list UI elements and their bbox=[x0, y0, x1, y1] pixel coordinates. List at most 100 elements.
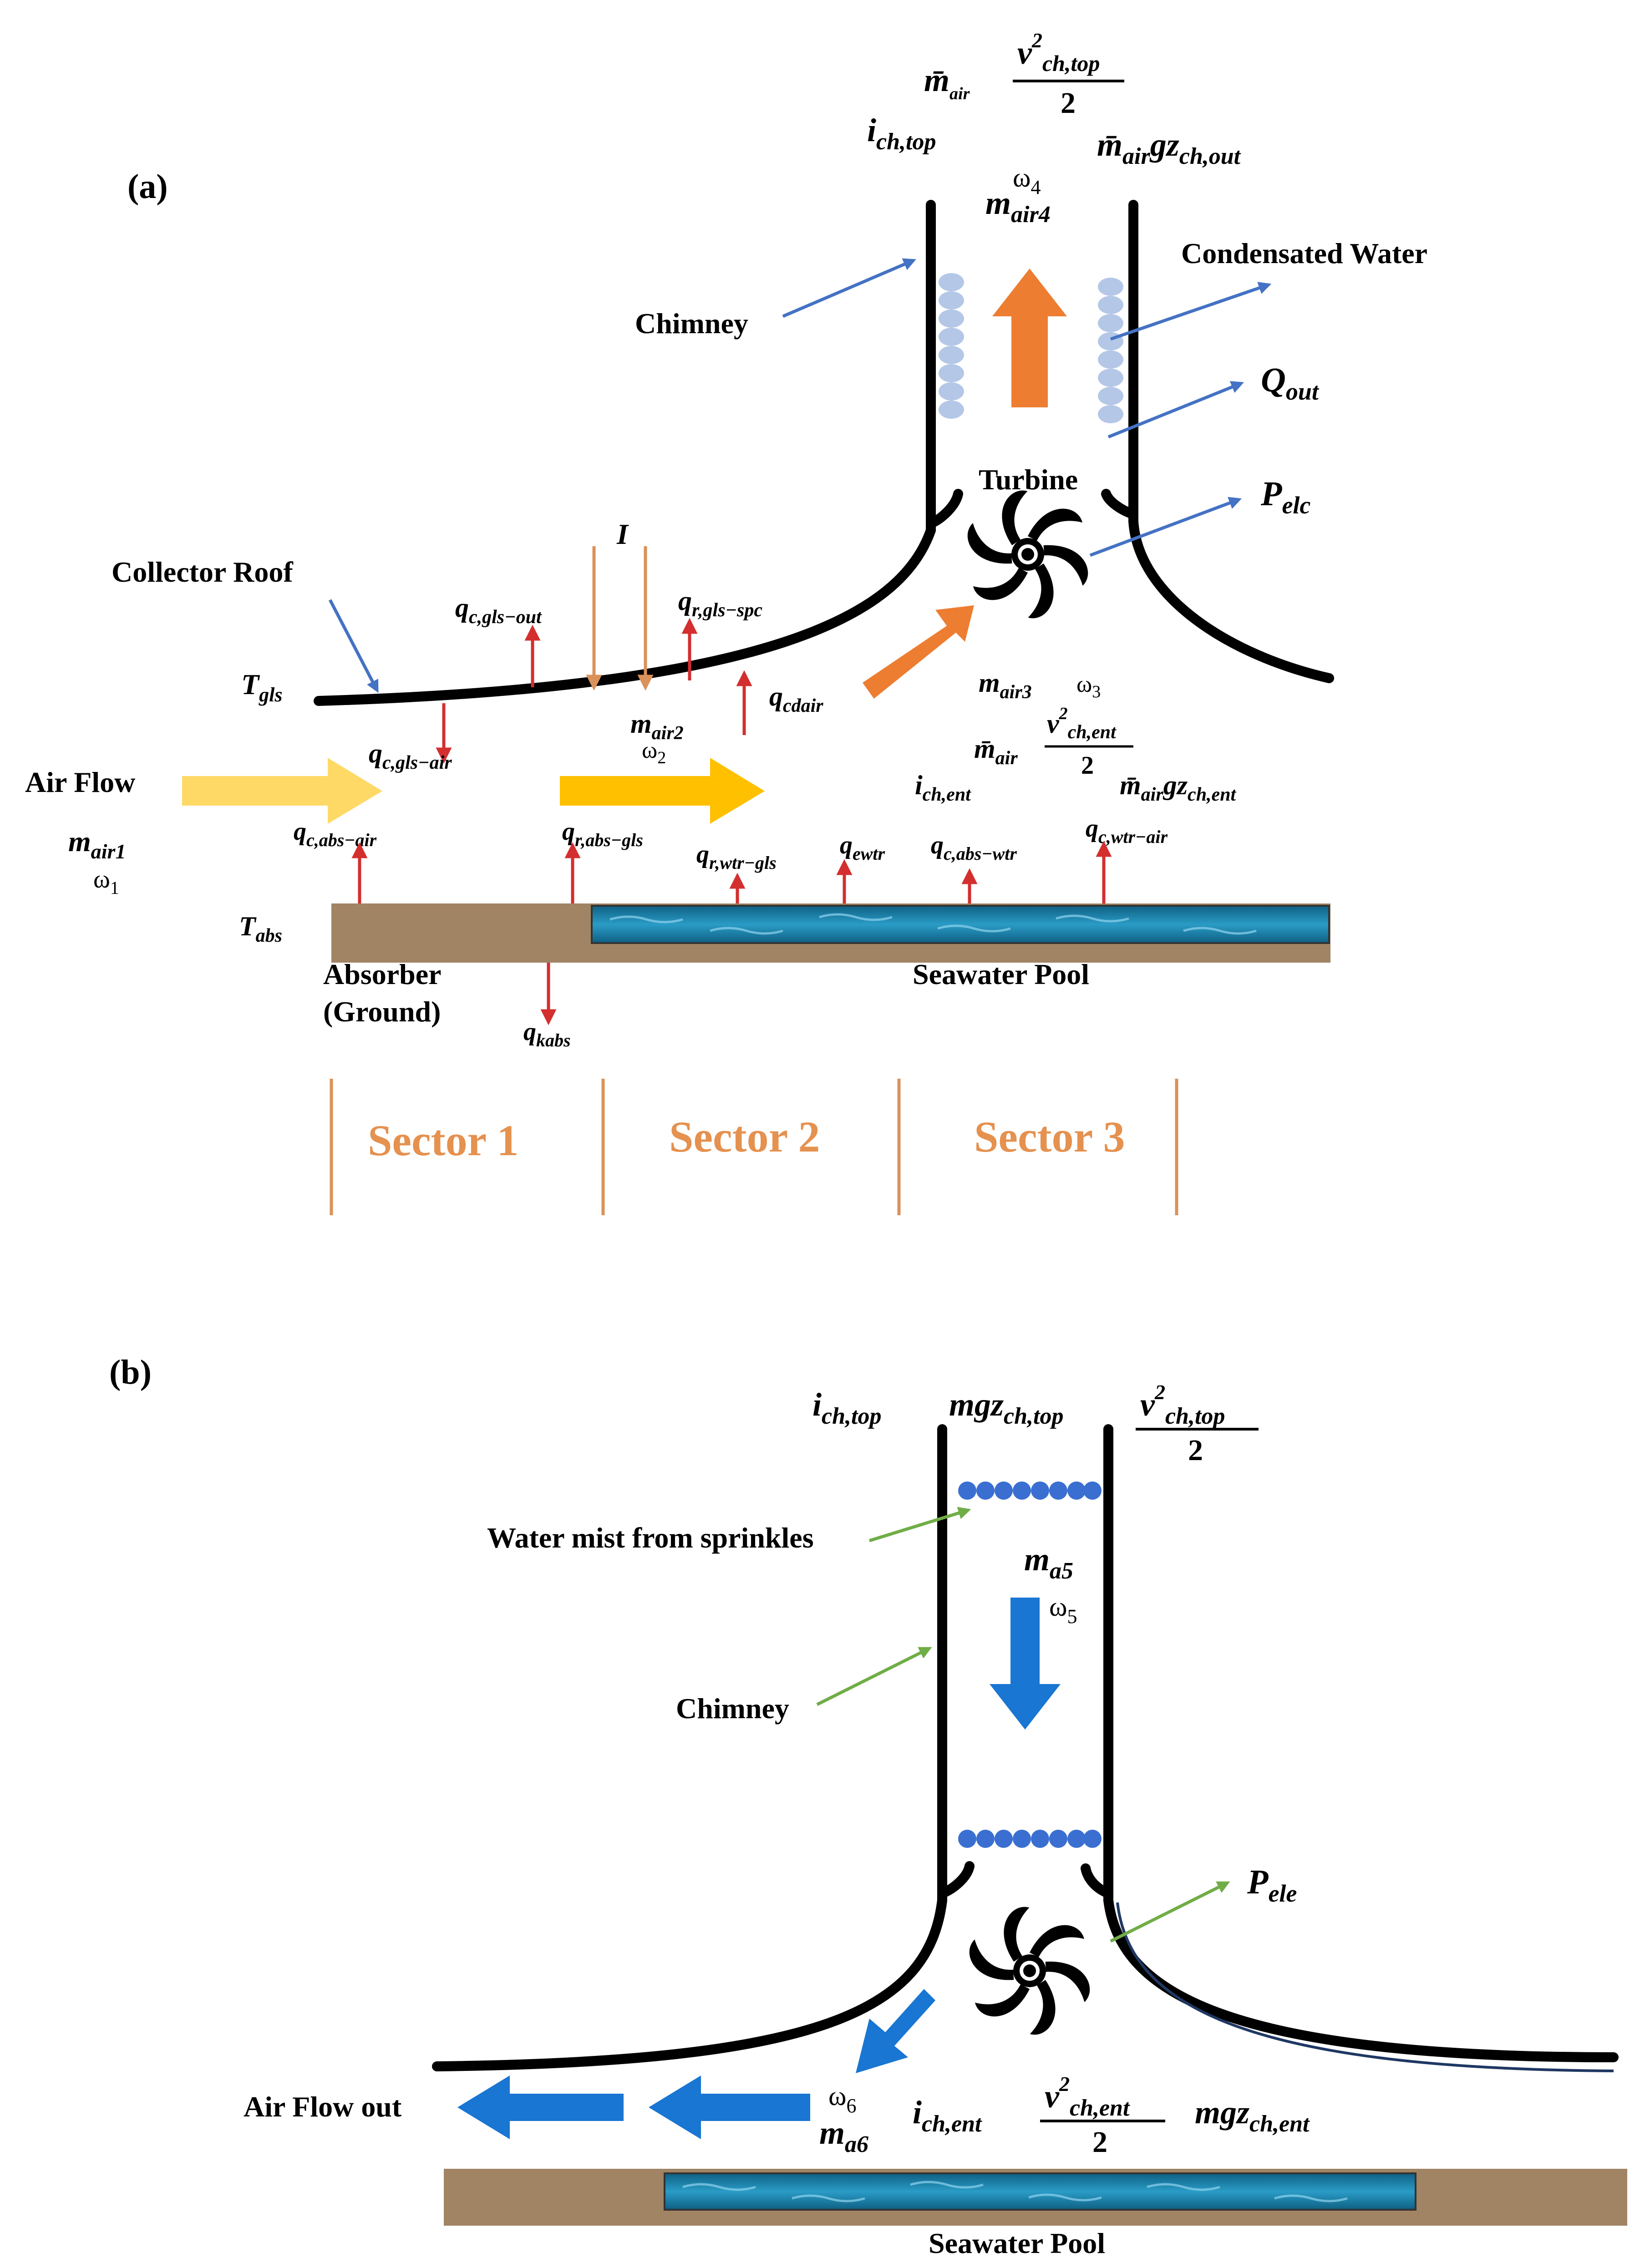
sprinkler-droplets-top bbox=[958, 1482, 1102, 1500]
water-ripples-b bbox=[682, 2181, 1348, 2202]
label-v2-ch-top-b: v2ch,top 2 bbox=[1136, 1380, 1259, 1467]
air-flow-out-arrow-2 bbox=[649, 2075, 810, 2139]
label-mgz-ch-out: m̄airgzch,out bbox=[1097, 127, 1241, 169]
collector-roof-right bbox=[1128, 516, 1334, 683]
chimney-pointer-a bbox=[782, 258, 916, 318]
downdraft-arrow bbox=[990, 1598, 1061, 1730]
label-seawater-pool-a: Seawater Pool bbox=[913, 958, 1089, 990]
panel-a: (a) m̄air v2ch,top 2 ich,top m̄airgzch,o… bbox=[25, 29, 1427, 1215]
collector-roof-left bbox=[314, 525, 936, 706]
air-flow-arrow-1 bbox=[182, 758, 382, 824]
label-t-abs: Tabs bbox=[239, 911, 282, 946]
label-collector-roof: Collector Roof bbox=[112, 556, 293, 588]
water-ripples-a bbox=[609, 913, 1257, 935]
label-absorber: Absorber(Ground) bbox=[323, 958, 442, 1028]
sprinkler-droplets-bottom bbox=[958, 1830, 1102, 1848]
label-omega1: ω1 bbox=[93, 865, 119, 898]
label-omega2: ω2 bbox=[642, 737, 666, 767]
label-v2-ch-ent-b: v2ch,ent 2 bbox=[1040, 2072, 1165, 2159]
label-omega5: ω5 bbox=[1049, 1592, 1077, 1628]
label-q-c-wtr-air: qc,wtr−air bbox=[1086, 814, 1168, 847]
svg-text:v2ch,ent: v2ch,ent bbox=[1047, 704, 1117, 743]
label-m-air4: mair4 bbox=[985, 185, 1051, 228]
label-omega6: ω6 bbox=[828, 2081, 857, 2117]
svg-text:v2ch,top: v2ch,top bbox=[1017, 29, 1100, 76]
svg-text:2: 2 bbox=[1092, 2126, 1107, 2159]
svg-text:2: 2 bbox=[1188, 1434, 1203, 1467]
label-q-c-gls-air: qc,gls−air bbox=[369, 738, 452, 773]
label-sector-1: Sector 1 bbox=[368, 1116, 518, 1165]
label-q-cdair: qcdair bbox=[769, 681, 823, 716]
label-m-air1: mair1 bbox=[68, 825, 126, 863]
label-q-out: Qout bbox=[1261, 361, 1320, 405]
label-q-c-abs-air: qc,abs−air bbox=[294, 817, 377, 850]
label-q-r-abs-gls: qr,abs−gls bbox=[562, 817, 643, 850]
label-water-mist: Water mist from sprinkles bbox=[487, 1522, 814, 1554]
turbine-icon bbox=[961, 484, 1095, 625]
label-I: I bbox=[616, 518, 629, 550]
label-t-gls: Tgls bbox=[241, 668, 282, 706]
label-m-a5: ma5 bbox=[1024, 1541, 1073, 1584]
air-flow-arrow-2 bbox=[560, 758, 765, 824]
label-mgz-ch-top-b: mgzch,top bbox=[949, 1386, 1063, 1429]
p-elc-pointer bbox=[1089, 497, 1242, 557]
label-air-flow: Air Flow bbox=[25, 766, 135, 798]
collector-roof-pointer bbox=[328, 599, 379, 693]
label-sector-3: Sector 3 bbox=[974, 1112, 1125, 1161]
label-q-kabs: qkabs bbox=[523, 1018, 571, 1050]
panel-b: (b) ich,top mgzch,top v2ch,top 2 Water m… bbox=[109, 1353, 1627, 2259]
label-chimney-b: Chimney bbox=[676, 1692, 789, 1725]
label-i-ch-top-b: ich,top bbox=[812, 1386, 881, 1429]
label-omega4: ω4 bbox=[1013, 162, 1041, 198]
condensate-droplets-left bbox=[939, 273, 964, 419]
label-p-elc: Pelc bbox=[1260, 475, 1310, 519]
air-flow-out-arrow-1 bbox=[457, 2075, 624, 2139]
condensate-pointer bbox=[1110, 282, 1272, 341]
label-q-r-wtr-gls: qr,wtr−gls bbox=[696, 840, 777, 873]
collector-b-left bbox=[432, 1895, 947, 2071]
label-v2-ch-ent-a: v2ch,ent 2 bbox=[1045, 704, 1133, 780]
label-q-ewtr: qewtr bbox=[840, 831, 885, 864]
label-m-a6: ma6 bbox=[819, 2115, 868, 2157]
inflow-diagonal-arrow bbox=[863, 605, 974, 699]
q-out-pointer bbox=[1107, 381, 1244, 439]
label-turbine: Turbine bbox=[979, 463, 1078, 496]
condensate-droplets-right bbox=[1098, 278, 1123, 423]
label-p-ele: Pele bbox=[1247, 1863, 1297, 1907]
label-sector-2: Sector 2 bbox=[669, 1112, 820, 1161]
sector-dividers bbox=[330, 1079, 1178, 1215]
svg-text:v2ch,ent: v2ch,ent bbox=[1045, 2072, 1130, 2121]
panel-a-tag: (a) bbox=[127, 167, 168, 206]
label-q-r-gls-spc: qr,gls−spc bbox=[678, 586, 762, 621]
label-i-ch-ent-b: ich,ent bbox=[913, 2094, 982, 2137]
chimney-pointer-b bbox=[816, 1647, 932, 1706]
label-q-c-gls-out: qc,gls−out bbox=[455, 593, 542, 628]
label-air-flow-out: Air Flow out bbox=[244, 2090, 402, 2123]
label-m-air2: mair2 bbox=[630, 709, 684, 744]
label-mgz-ch-ent-b: mgzch,ent bbox=[1195, 2094, 1310, 2137]
label-chimney-a: Chimney bbox=[635, 307, 748, 340]
water-mist-pointer bbox=[868, 1507, 971, 1542]
turbine-lip-right bbox=[1101, 489, 1138, 526]
seawater-pool-a bbox=[591, 905, 1330, 944]
label-m-air-top: m̄air bbox=[924, 62, 970, 103]
label-i-ch-ent-a: ich,ent bbox=[915, 770, 971, 805]
svg-text:v2ch,top: v2ch,top bbox=[1140, 1380, 1225, 1429]
collector-b-right bbox=[1103, 1895, 1619, 2062]
svg-text:2: 2 bbox=[1061, 86, 1076, 120]
label-m-air-ent: m̄air bbox=[974, 734, 1018, 769]
label-omega3: ω3 bbox=[1076, 671, 1101, 701]
collector-b-right-inner bbox=[1116, 1902, 1614, 2072]
seawater-pool-b bbox=[664, 2172, 1416, 2211]
label-q-c-abs-wtr: qc,abs−wtr bbox=[931, 831, 1017, 864]
label-i-ch-top: ich,top bbox=[867, 112, 936, 155]
svg-text:2: 2 bbox=[1081, 751, 1094, 780]
label-condensated-water: Condensated Water bbox=[1181, 237, 1427, 269]
label-mgz-ch-ent-a: m̄airgzch,ent bbox=[1120, 770, 1237, 805]
p-ele-pointer bbox=[1110, 1881, 1230, 1943]
label-m-air3: mair3 bbox=[979, 668, 1032, 703]
turbine-b-icon bbox=[963, 1900, 1097, 2041]
turbine-b-lip-left bbox=[937, 1861, 975, 1905]
